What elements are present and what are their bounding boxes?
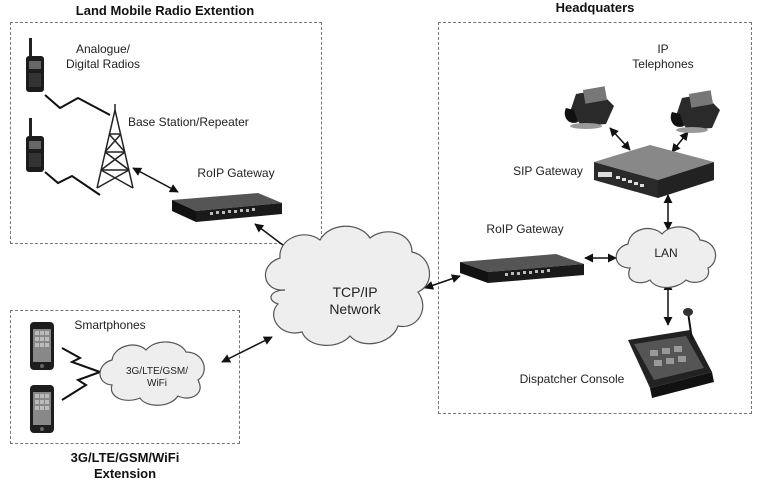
- lmr-section-frame: [10, 22, 322, 244]
- ip-telephones-line2: Telephones: [632, 57, 694, 71]
- gateway-icon: [172, 193, 282, 222]
- analogue-radios-label: Analogue/ Digital Radios: [58, 42, 148, 72]
- hq-section-title: Headquaters: [555, 0, 635, 15]
- cloud-icon: [615, 226, 717, 289]
- radio-icon: [26, 38, 44, 92]
- gateway-icon: [594, 145, 714, 198]
- tower-icon: [96, 104, 134, 189]
- ext-title-line2: Extension: [93, 466, 157, 481]
- mobile-cloud-label: 3G/LTE/GSM/ WiFi: [114, 366, 200, 390]
- base-station-label: Base Station/Repeater: [128, 115, 249, 129]
- lmr-section-title: Land Mobile Radio Extention: [75, 3, 255, 18]
- analogue-radios-line2: Digital Radios: [65, 57, 141, 71]
- sip-gateway-label: SIP Gateway: [513, 164, 583, 178]
- analogue-radios-line1: Analogue/: [75, 42, 131, 56]
- cloud-icon: [99, 341, 205, 406]
- connections: [132, 127, 689, 363]
- smartphone-icon: [30, 385, 54, 433]
- dispatcher-console-label: Dispatcher Console: [519, 372, 625, 386]
- roip-gateway-hq-label: RoIP Gateway: [486, 222, 564, 236]
- phone-icon: [564, 86, 614, 129]
- network-line1: TCP/IP: [332, 284, 378, 300]
- radio-links: [44, 94, 111, 401]
- mobile-cloud-line1: 3G/LTE/GSM/: [125, 366, 189, 377]
- smartphones-label: Smartphones: [74, 318, 146, 332]
- hq-section-frame: [438, 22, 752, 414]
- mobile-cloud-line2: WiFi: [147, 378, 167, 389]
- ext-section-title: 3G/LTE/GSM/WiFi Extension: [40, 450, 210, 482]
- ip-telephones-line1: IP: [657, 42, 669, 56]
- network-line2: Network: [329, 301, 381, 317]
- phone-icon: [670, 90, 720, 133]
- smartphone-icon: [30, 322, 54, 370]
- gateway-icon: [460, 254, 584, 283]
- network-label: TCP/IP Network: [305, 284, 405, 318]
- ext-title-line1: 3G/LTE/GSM/WiFi: [70, 450, 180, 465]
- cloud-icon: [264, 225, 431, 346]
- radio-icon: [26, 118, 44, 172]
- lan-label: LAN: [654, 246, 678, 260]
- ip-telephones-label: IP Telephones: [618, 42, 708, 72]
- ext-section-frame: [10, 310, 240, 444]
- roip-gateway-lmr-label: RoIP Gateway: [197, 166, 275, 180]
- console-icon: [628, 308, 714, 398]
